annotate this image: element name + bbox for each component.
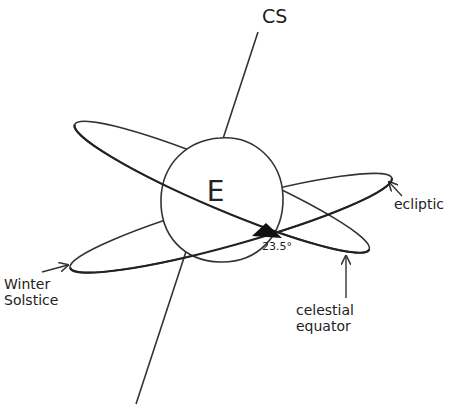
angle-wedge (252, 223, 282, 238)
earth-letter: E (207, 178, 225, 206)
leader-line (345, 256, 346, 298)
solstice-label: Winter Solstice (4, 276, 74, 308)
angle-label: 23.5° (262, 241, 312, 254)
ecliptic-front-arc (70, 178, 398, 289)
leader-line (389, 182, 402, 196)
celestial-equator-ellipse (66, 104, 378, 270)
equator-front-arc (66, 124, 369, 269)
equator-label: celestial equator (296, 302, 406, 334)
leader-line (42, 265, 68, 272)
axis-label: CS (262, 6, 302, 28)
ecliptic-label: ecliptic (394, 196, 456, 212)
